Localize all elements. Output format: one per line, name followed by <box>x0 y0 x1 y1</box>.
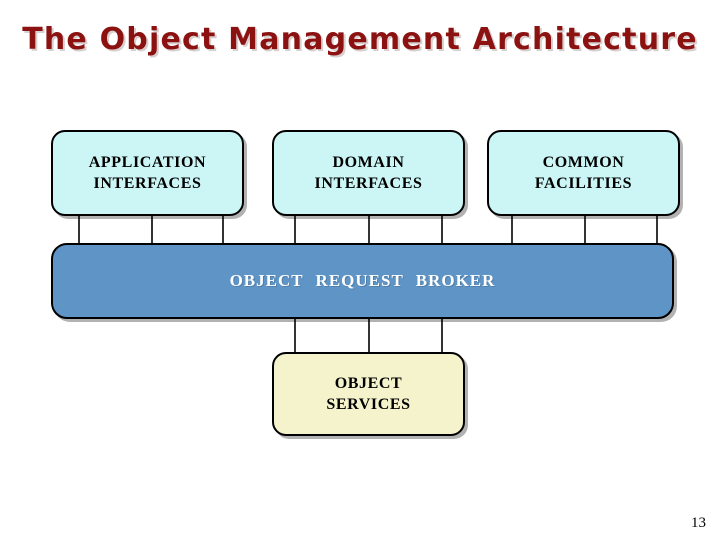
node-object-request-broker[interactable]: OBJECT REQUEST BROKER <box>51 243 674 319</box>
node-label-line1: COMMON <box>542 153 625 171</box>
orb-label: OBJECT REQUEST BROKER <box>229 271 496 290</box>
node-label-line2: INTERFACES <box>314 175 423 192</box>
node-label-line2: FACILITIES <box>534 175 633 192</box>
node-label-line1: OBJECT <box>334 374 403 392</box>
page-number: 13 <box>691 515 706 531</box>
node-label-line1: DOMAIN <box>332 153 405 171</box>
node-object-services[interactable]: OBJECT SERVICES <box>272 352 465 436</box>
node-label-line2: SERVICES <box>326 396 411 413</box>
node-label-line2: INTERFACES <box>93 175 202 192</box>
node-common-facilities[interactable]: COMMON FACILITIES <box>487 130 680 216</box>
node-domain-interfaces[interactable]: DOMAIN INTERFACES <box>272 130 465 216</box>
page-title: The Object Management Architecture <box>22 22 698 57</box>
node-label-line1: APPLICATION <box>88 153 207 171</box>
node-application-interfaces[interactable]: APPLICATION INTERFACES <box>51 130 244 216</box>
